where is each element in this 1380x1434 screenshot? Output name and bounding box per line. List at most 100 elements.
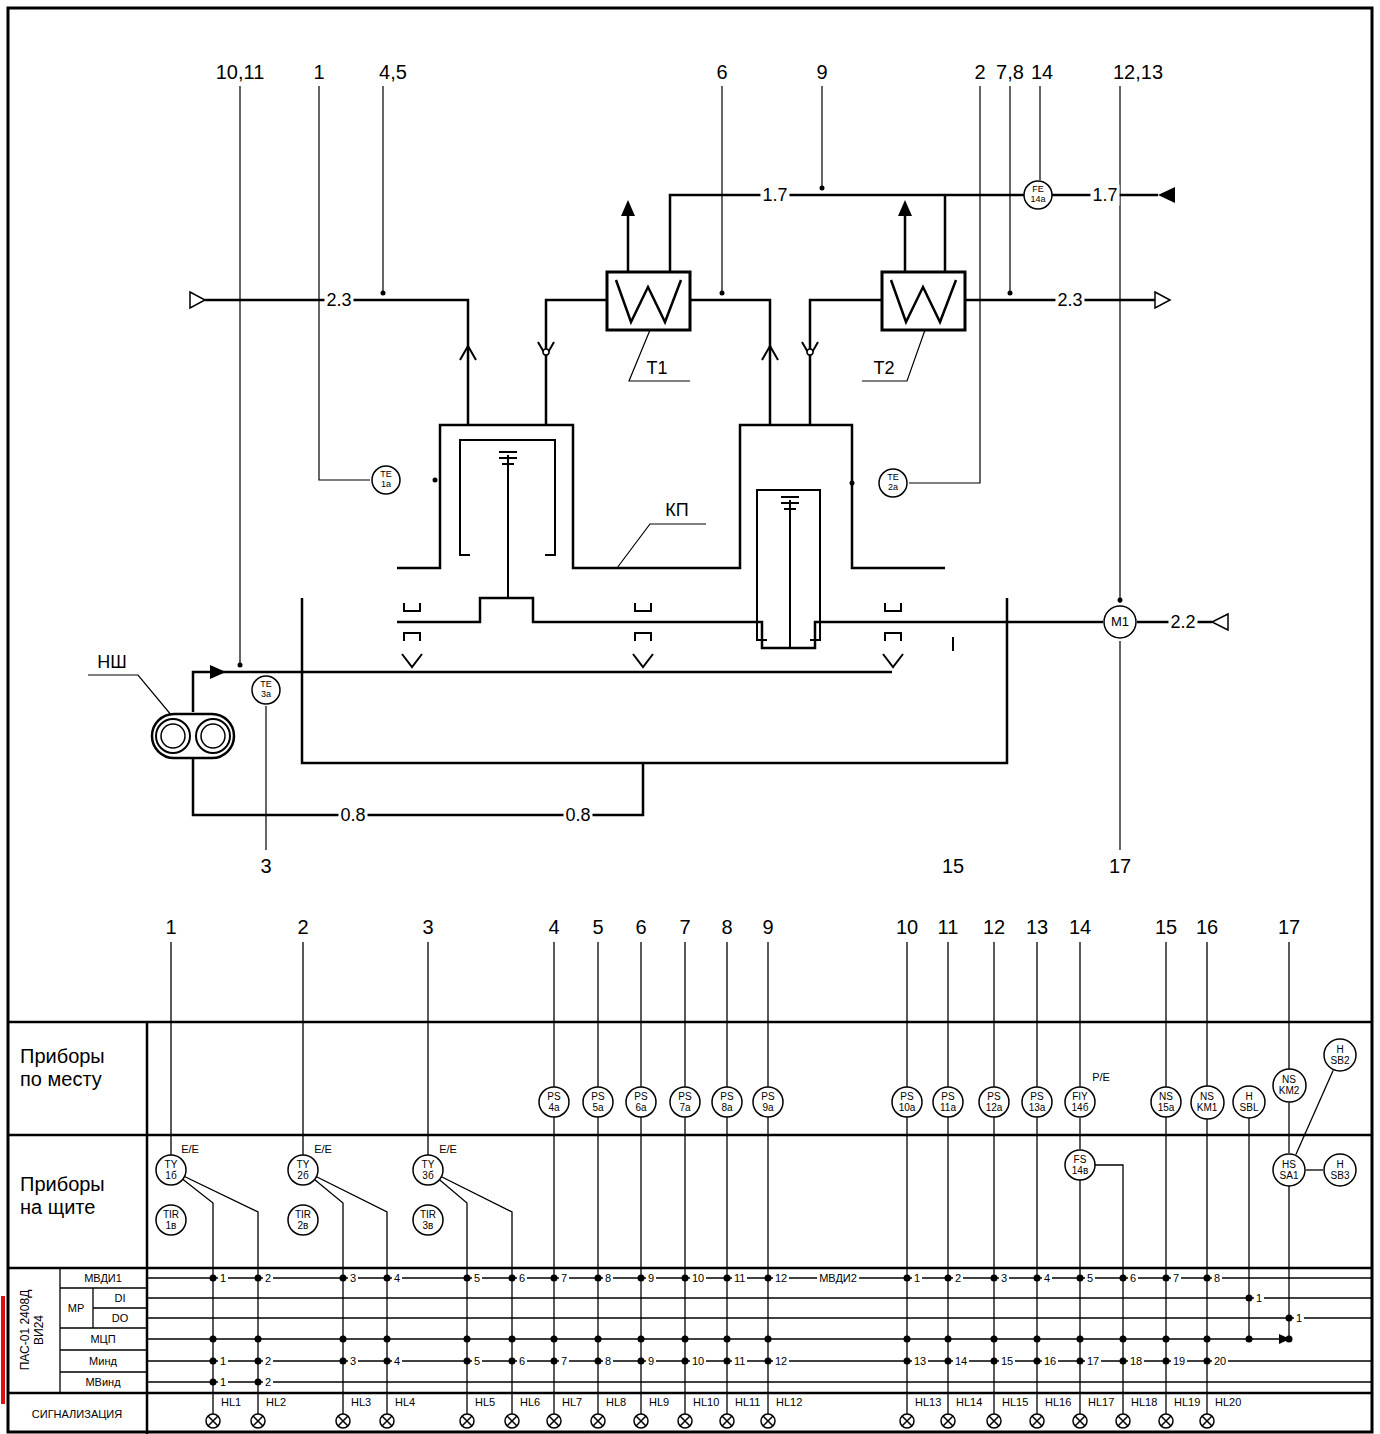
junction-dot: [945, 1275, 952, 1282]
signal-lamp: [1202, 1416, 1212, 1426]
connecting-rod: [499, 452, 799, 648]
instrument-bubble: TE1а: [371, 465, 401, 495]
check-valve: [460, 342, 818, 360]
callout-label: HL5: [473, 1396, 497, 1409]
signal-lamp: [1118, 1416, 1128, 1426]
instrument-bubble: PS9а: [752, 1086, 784, 1118]
callout-label: E/E: [179, 1143, 201, 1156]
signal-wire: [147, 1360, 1372, 1361]
oil-nozzle: [402, 654, 903, 667]
junction-dot: [210, 1275, 217, 1282]
bubble-outline: [1065, 1087, 1095, 1117]
bubble-outline: [288, 1155, 318, 1185]
bubble-outline: [288, 1205, 318, 1235]
instrument-bubble: HSSA1: [1272, 1153, 1306, 1187]
junction-dot: [210, 1379, 217, 1386]
instrument-bubble: TE3а: [251, 675, 281, 705]
signal-lamp: [251, 1414, 265, 1428]
callout-label: 5: [1085, 1272, 1095, 1285]
instrument-bubble: HSBL: [1232, 1085, 1266, 1119]
bubble-outline: [252, 676, 280, 704]
signal-line: [1288, 1103, 1289, 1154]
signal-wire: [1079, 942, 1080, 1102]
signal-wiring: [147, 942, 1372, 1428]
signal-lamp: [380, 1414, 394, 1428]
signal-wire: [1036, 942, 1037, 1414]
heat-exchanger-symbol: [616, 280, 681, 322]
callout-label: МР: [66, 1302, 87, 1315]
callout-label: 2: [972, 61, 987, 84]
instrument-tag: 6а: [635, 1102, 646, 1113]
instrument-tag: PS: [547, 1091, 560, 1102]
bubble-outline: [879, 469, 907, 497]
callout-label: 4: [392, 1272, 402, 1285]
tap-dot: [1008, 291, 1013, 296]
signal-lamp: [902, 1416, 912, 1426]
instrument-bubble: NSKM2: [1272, 1068, 1307, 1103]
callout-label: 14: [1067, 916, 1093, 939]
signal-wire: [147, 1317, 1372, 1318]
junction-dot: [1120, 1275, 1127, 1282]
callout-label: 14: [953, 1355, 969, 1368]
instrument-bubble: PS4а: [538, 1086, 570, 1118]
callout-label: 10: [690, 1272, 706, 1285]
tap-dots: [238, 186, 1123, 668]
signal-wire: [993, 942, 994, 1414]
signal-wire: [171, 1170, 258, 1414]
signal-lamp: [987, 1414, 1001, 1428]
leader-line: [240, 86, 1120, 850]
signal-wire: [1165, 942, 1166, 1414]
tap-dot: [820, 186, 825, 191]
callout-label: HL8: [604, 1396, 628, 1409]
callout-label: 1: [1294, 1312, 1304, 1325]
tap-dot: [433, 478, 438, 483]
junction-dot: [384, 1275, 391, 1282]
callout-label: HL9: [647, 1396, 671, 1409]
callout-label: 9: [814, 61, 829, 84]
heat-exchanger: [607, 272, 690, 330]
signal-wire: [1248, 1102, 1249, 1339]
junction-dot: [509, 1275, 516, 1282]
callout-label: 1.7: [1090, 185, 1119, 206]
bubble-outline: [1065, 1150, 1095, 1180]
callout-label: E/E: [312, 1143, 334, 1156]
signal-wire: [684, 942, 685, 1414]
junction-dot: [638, 1336, 645, 1343]
junction-dot: [595, 1336, 602, 1343]
callout-label: 13: [1024, 916, 1050, 939]
callout-label: 5: [472, 1355, 482, 1368]
signal-wire: [170, 942, 171, 1170]
instrument-tag: TE: [887, 473, 899, 483]
instrument-tag: TY: [297, 1159, 310, 1170]
instrument-bubble: TY2б: [287, 1154, 319, 1186]
bearing: [404, 603, 901, 641]
leader-lines: [88, 86, 1120, 850]
junction-dot: [1034, 1275, 1041, 1282]
junction-dot: [1163, 1275, 1170, 1282]
signal-wire: [303, 1170, 387, 1414]
instrument-tag: NS: [1282, 1074, 1296, 1085]
instrument-bubble: TIR2в: [287, 1204, 319, 1236]
junction-dot: [340, 1358, 347, 1365]
table-border: [8, 1022, 1372, 1434]
junction-dot: [255, 1358, 262, 1365]
instrument-bubble: TIR3в: [412, 1204, 444, 1236]
junction-dot: [991, 1275, 998, 1282]
junction-dot: [464, 1358, 471, 1365]
junction-dot: [1077, 1336, 1084, 1343]
instrument-tag: PS: [900, 1091, 913, 1102]
callout-label: 8: [603, 1272, 613, 1285]
instrument-bubble: M1: [1103, 605, 1137, 639]
signal-wire: [1206, 942, 1207, 1414]
callout-label: 5: [590, 916, 605, 939]
instrument-bubble: HSB2: [1323, 1038, 1357, 1072]
callout-label: Приборы по месту: [18, 1045, 122, 1091]
bubble-outline: [670, 1087, 700, 1117]
instrument-tag: SBL: [1240, 1102, 1259, 1113]
instrument-tag: SA1: [1280, 1170, 1299, 1181]
signal-lamp: [505, 1414, 519, 1428]
callout-label: КП: [663, 500, 690, 521]
callout-label: HL13: [913, 1396, 943, 1409]
junction-dot: [945, 1336, 952, 1343]
